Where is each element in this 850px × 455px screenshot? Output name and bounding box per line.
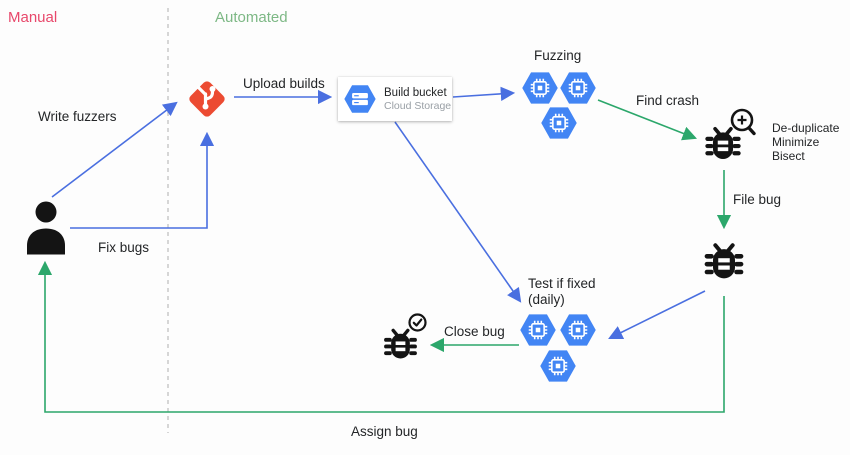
compute-hexagon-icon (559, 313, 597, 347)
dedup-label: De-duplicate (772, 121, 840, 135)
compute-hexagon-icon (540, 106, 578, 140)
close-bug-label: Close bug (444, 324, 505, 339)
compute-hexagon-icon (519, 313, 557, 347)
cloud-storage-hexagon-icon (343, 84, 377, 114)
write-fuzzers-label: Write fuzzers (38, 109, 117, 124)
bug-icon (701, 240, 747, 286)
test-if-fixed-label: Test if fixed (daily) (528, 276, 596, 308)
upload-builds-label: Upload builds (243, 76, 325, 91)
build-bucket-title: Build bucket (384, 86, 447, 99)
arrow-find-crash (597, 99, 698, 141)
compute-hexagon-icon (539, 349, 577, 383)
find-crash-label: Find crash (636, 93, 700, 108)
file-bug-label: File bug (733, 192, 782, 207)
triage-labels: De-duplicate Minimize Bisect (772, 121, 839, 163)
arrow-assign-bug (37, 260, 725, 413)
arrow-write-fuzzers (51, 101, 178, 198)
fix-bugs-label: Fix bugs (98, 240, 150, 255)
test-if-fixed-line1: Test if fixed (528, 276, 596, 291)
assign-bug-label: Assign bug (351, 424, 418, 439)
bug-search-icon (703, 108, 756, 161)
compute-hexagon-icon (521, 71, 559, 105)
arrow-bucket-to-test (394, 121, 522, 303)
person-icon (24, 201, 68, 255)
minimize-label: Minimize (772, 135, 820, 149)
bisect-label: Bisect (772, 149, 805, 163)
compute-hexagon-icon (559, 71, 597, 105)
git-icon (189, 81, 225, 117)
cloud-storage-subtitle: Cloud Storage (384, 99, 452, 112)
test-if-fixed-line2: (daily) (528, 292, 565, 307)
arrow-bucket-to-fuzzing (452, 86, 516, 101)
fuzzing-label: Fuzzing (534, 48, 582, 63)
section-label-manual: Manual (8, 9, 58, 26)
magnifier-icon (730, 108, 756, 136)
bug-fixed-check-icon (382, 313, 427, 361)
arrow-fix-bugs-to-git (70, 131, 215, 229)
arrow-bug-to-test (608, 290, 706, 340)
build-bucket-card: Build bucket Cloud Storage (338, 77, 452, 121)
section-label-automated: Automated (215, 9, 288, 26)
check-circle-icon (408, 313, 427, 332)
